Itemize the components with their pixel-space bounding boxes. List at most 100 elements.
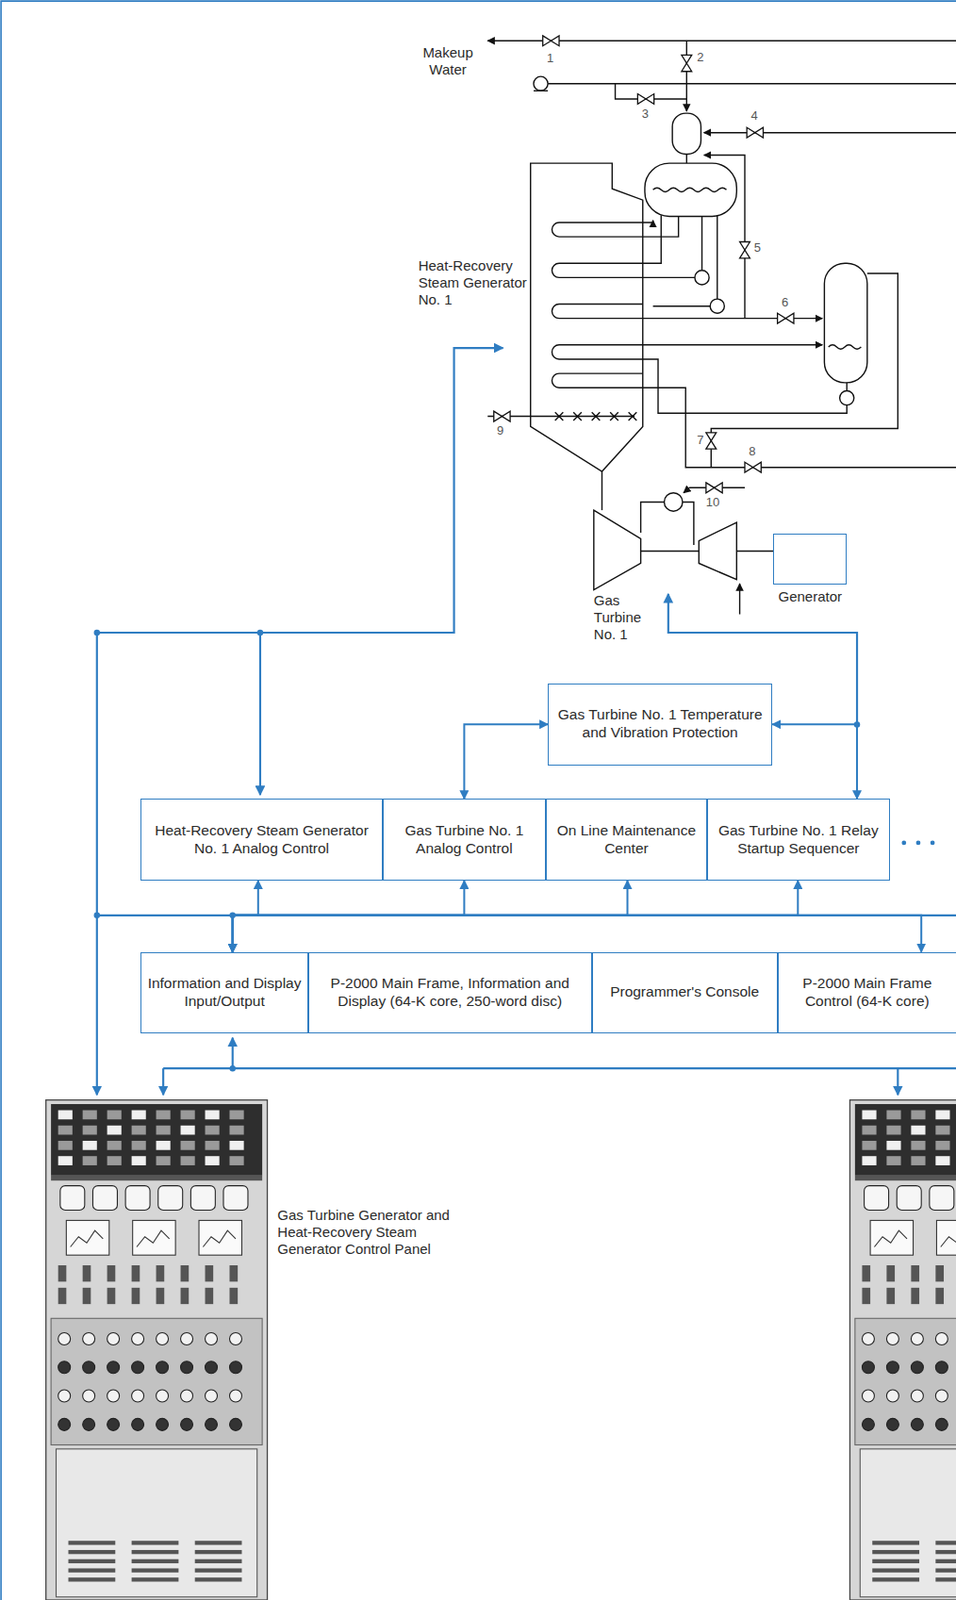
process-piping	[533, 76, 548, 91]
control-panel-photo	[181, 1361, 194, 1374]
control-panel-photo	[50, 1104, 263, 1176]
process-piping	[641, 501, 665, 532]
control-panel-photo	[935, 1265, 944, 1282]
signal-connector	[232, 880, 259, 953]
control-panel-photo	[229, 1125, 244, 1136]
control-panel-photo	[181, 1140, 196, 1151]
control-panel-photo	[229, 1417, 242, 1431]
process-piping	[533, 90, 548, 92]
control-panel-photo	[131, 1417, 145, 1431]
signal-wiring	[163, 1067, 956, 1070]
control-panel-photo	[58, 1110, 73, 1121]
control-panel-photo	[181, 1265, 190, 1282]
control-panel-photo	[82, 1361, 96, 1374]
control-panel-photo	[131, 1287, 141, 1304]
control-panel-photo	[58, 1332, 71, 1345]
control-panel-photo	[872, 1577, 920, 1582]
control-panel-photo	[229, 1140, 244, 1151]
control-panel-photo	[82, 1417, 96, 1431]
process-piping	[551, 304, 643, 319]
control-panel-photo	[910, 1110, 925, 1121]
control-panel-photo	[156, 1361, 169, 1374]
control-panel-photo	[156, 1125, 171, 1136]
valve-symbol	[494, 35, 794, 494]
process-piping	[551, 222, 643, 237]
control-panel-photo	[861, 1265, 871, 1282]
control-panel-photo	[872, 1540, 920, 1545]
computer-box: P-2000 Main Frame Control (64-K core)	[777, 952, 956, 1035]
control-panel-photo	[68, 1549, 116, 1554]
control-panel-photo	[935, 1332, 948, 1345]
control-panel-photo	[82, 1332, 96, 1345]
control-panel-photo	[82, 1287, 92, 1304]
box-text: P-2000 Main Frame Control (64-K core)	[784, 974, 951, 1011]
box-text: Information and Display Input/Output	[147, 974, 301, 1011]
control-panel-photo	[910, 1125, 925, 1136]
control-panel-photo	[861, 1125, 876, 1136]
control-panel-photo	[58, 1417, 71, 1431]
control-panel-photo	[855, 1104, 956, 1176]
control-panel-photo	[870, 1219, 913, 1255]
callout-number: 10	[706, 494, 720, 511]
control-panel-photo	[46, 1100, 956, 1600]
control-panel-photo	[195, 1549, 243, 1554]
signal-wiring	[97, 347, 956, 1095]
callout-number: 7	[696, 432, 704, 448]
callout-number: 9	[496, 423, 504, 439]
signal-connector	[232, 880, 465, 953]
box-text: Generator	[777, 588, 842, 606]
control-panel-photo	[935, 1110, 950, 1121]
control-panel-photo	[156, 1417, 169, 1431]
signal-connector	[232, 880, 628, 953]
callout-number: 3	[642, 106, 649, 122]
process-piping	[551, 263, 643, 278]
control-panel-photo	[229, 1155, 244, 1166]
control-panel-photo	[195, 1567, 243, 1572]
box-text: P-2000 Main Frame, Information and Displ…	[314, 974, 586, 1011]
control-panel-photo	[131, 1110, 147, 1121]
control-panel-photo	[131, 1567, 180, 1572]
control-panel-photo	[92, 1186, 117, 1211]
valve-symbol	[543, 35, 560, 47]
control-panel-photo	[107, 1265, 116, 1282]
control-panel-photo	[935, 1549, 956, 1554]
signal-connector	[772, 724, 858, 799]
control-panel-photo	[886, 1110, 901, 1121]
control-panel-photo	[131, 1577, 180, 1582]
control-panel-photo	[156, 1140, 171, 1151]
control-panel-photo	[936, 1219, 956, 1255]
process-piping	[487, 40, 956, 614]
process-piping	[683, 487, 745, 493]
control-panel-photo	[872, 1559, 920, 1564]
box-text: On Line Maintenance Center	[552, 822, 701, 858]
control-panel-photo	[82, 1389, 96, 1402]
control-panel-photo	[229, 1110, 244, 1121]
control-panel-photo	[935, 1155, 950, 1166]
control-panel-photo	[107, 1140, 122, 1151]
control-panel-photo	[886, 1389, 899, 1402]
control-panel-photo	[886, 1125, 901, 1136]
control-panel-photo	[68, 1559, 116, 1564]
control-panel-photo	[935, 1540, 956, 1545]
control-panel-photo	[70, 1230, 104, 1247]
process-piping	[642, 317, 823, 319]
box-text: Gas Turbine No. 1 Analog Control	[389, 822, 540, 858]
control-panel-photo	[181, 1389, 194, 1402]
process-piping	[601, 471, 603, 511]
process-piping	[709, 298, 725, 314]
signal-connector	[232, 880, 799, 953]
control-panel-photo	[864, 1186, 890, 1211]
valve-symbol	[637, 94, 654, 105]
process-piping	[644, 163, 737, 216]
process-piping	[663, 493, 682, 511]
process-piping	[642, 359, 847, 413]
control-panel-photo	[56, 1449, 258, 1598]
control-panel-photo	[107, 1332, 120, 1345]
process-piping	[704, 131, 956, 133]
control-panel-photo	[181, 1125, 196, 1136]
control-panel-photo	[223, 1186, 248, 1211]
junction-dot	[94, 629, 100, 636]
callout-number: 6	[781, 295, 789, 311]
